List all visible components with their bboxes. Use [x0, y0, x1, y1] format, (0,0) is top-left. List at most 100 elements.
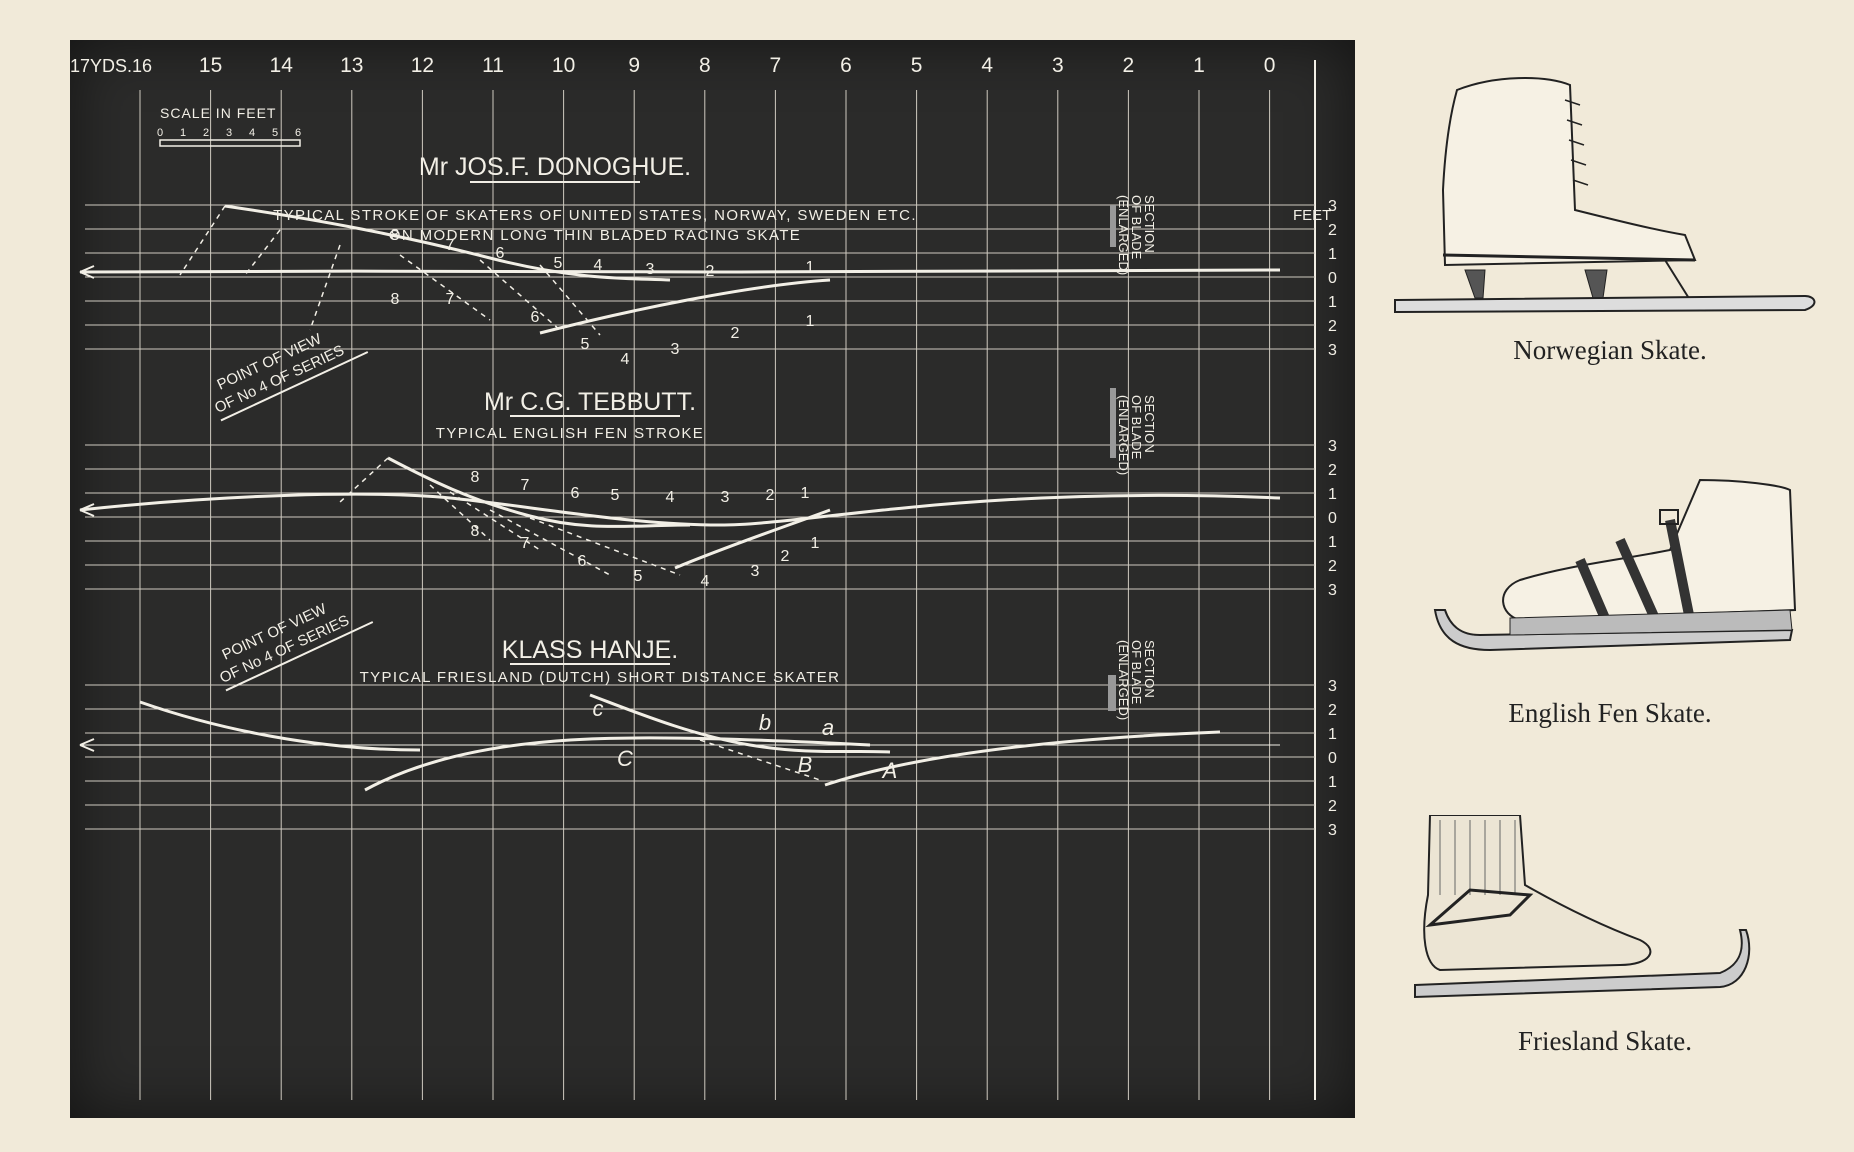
panel-3-mark: a [822, 715, 834, 740]
panel-2-upper-stroke [387, 456, 691, 529]
feet-tick-label: 2 [1328, 798, 1337, 815]
panel-2-blade-section [1110, 388, 1116, 458]
panel-2-lower-mark: 3 [751, 563, 760, 580]
panel-3-section-line-1: SECTION [1142, 640, 1157, 698]
feet-tick-label: 3 [1328, 582, 1337, 599]
panel-1-lower-mark: 3 [671, 341, 680, 358]
scale-title: SCALE IN FEET [160, 105, 276, 121]
panel-1-dashed-links [179, 205, 601, 336]
feet-tick-label: 1 [1328, 486, 1337, 503]
friesland-skate-illustration [1414, 815, 1751, 999]
yard-tick-label: 2 [1123, 54, 1135, 77]
scale-digit: 1 [180, 127, 186, 139]
panel-2-lower-mark: 4 [701, 573, 710, 590]
feet-tick-label: 3 [1328, 342, 1337, 359]
panel-3-mark: B [798, 752, 813, 777]
panel-3-pov-arrow [225, 621, 374, 692]
panel-1-upper-mark: 2 [706, 263, 715, 280]
panel-1-lower-stroke [539, 278, 831, 335]
panel-3-right-stroke [824, 730, 1221, 787]
panel-3-section-line-3: (ENLARGED) [1116, 640, 1131, 720]
panel-3-arrow [79, 738, 95, 752]
feet-tick-label: 2 [1328, 462, 1337, 479]
panel-3-dashed-link [699, 739, 821, 781]
feet-tick-label: 3 [1328, 822, 1337, 839]
feet-tick-label: 1 [1328, 294, 1337, 311]
panel-2-upper-mark: 2 [766, 487, 775, 504]
english-fen-skate-illustration [1433, 478, 1797, 652]
panel-1-lower-mark: 4 [621, 351, 630, 368]
scale-digit: 2 [203, 127, 209, 139]
yard-tick-label: 4 [981, 54, 993, 77]
yard-tick-label: 6 [840, 54, 852, 77]
panel-2-section-line-3: (ENLARGED) [1116, 395, 1131, 475]
yard-tick-label: 14 [270, 54, 294, 77]
panel-2-lower-stroke [674, 508, 831, 570]
panel-3-middle-stroke [364, 736, 871, 792]
panel-2-lower-mark: 2 [781, 548, 790, 565]
panel-2-upper-mark: 1 [801, 485, 810, 502]
panel-3-upper-stroke [589, 693, 891, 754]
panel-3-mark: b [759, 710, 771, 735]
panel-3-mark: A [881, 758, 898, 783]
english-fen-skate-caption: English Fen Skate. [1508, 698, 1712, 728]
feet-label: FEET [1293, 207, 1331, 224]
panel-3-left-stroke [139, 700, 421, 752]
panel-1-upper-mark: 4 [594, 257, 603, 274]
feet-tick-label: 0 [1328, 270, 1337, 287]
panel-3-marks: c b aC B A [593, 696, 898, 783]
panel-3-blade-section [1108, 675, 1116, 711]
panel-3-mark: c [593, 696, 604, 721]
panel-2-pov-arrow [220, 351, 369, 422]
panel-2-lower-mark: 5 [634, 568, 643, 585]
panel-1-track-main [79, 268, 1281, 274]
friesland-skate-caption: Friesland Skate. [1518, 1026, 1692, 1056]
panel-3-mark: C [617, 746, 633, 771]
panel-3-title: KLASS HANJE. [502, 636, 678, 664]
feet-tick-label: 2 [1328, 702, 1337, 719]
panel-2-lower-mark: 8 [471, 523, 480, 540]
panel-1-blade-section [1110, 205, 1116, 247]
panel-1-lower-mark: 6 [531, 309, 540, 326]
panel-2-point-of-view: POINT OF VIEW OF No 4 OF SERIES [212, 330, 369, 422]
panel-2-title: Mr C.G. TEBBUTT. [484, 388, 696, 416]
yard-tick-label: 5 [911, 54, 923, 77]
yard-tick-label: 15 [199, 54, 222, 77]
panel-1-subtitle-2: ON MODERN LONG THIN BLADED RACING SKATE [389, 227, 801, 244]
panel-2-section-line-2: OF BLADE [1129, 395, 1144, 460]
norwegian-skate-caption: Norwegian Skate. [1513, 335, 1707, 365]
yard-tick-label: 12 [411, 54, 434, 77]
panel-1-lower-mark: 2 [731, 325, 740, 342]
panel-1-section-line-3: (ENLARGED) [1116, 195, 1131, 275]
panel-2-lower-mark: 6 [578, 553, 587, 570]
panel-2-upper-mark: 5 [611, 487, 620, 504]
yard-tick-label: 8 [699, 54, 711, 77]
scale-digit: 5 [272, 127, 278, 139]
panel-1-lower-mark: 1 [806, 313, 815, 330]
panel-2-upper-mark: 3 [721, 489, 730, 506]
panel-2-track-main [79, 492, 1281, 527]
yard-tick-label: 9 [628, 54, 640, 77]
panel-2-upper-mark: 4 [666, 489, 675, 506]
panel-1-lower-mark: 8 [391, 291, 400, 308]
scale-digit: 6 [295, 127, 301, 139]
scale-digit: 0 [157, 127, 163, 139]
scale-bar [159, 139, 301, 147]
panel-2-subtitle-1: TYPICAL ENGLISH FEN STROKE [436, 425, 704, 442]
scale-digit: 4 [249, 127, 255, 139]
feet-tick-label: 1 [1328, 534, 1337, 551]
panel-1-upper-mark: 6 [496, 245, 505, 262]
panel-2-dashed-links [339, 457, 681, 576]
panel-2-upper-mark: 6 [571, 485, 580, 502]
panel-2-upper-mark: 8 [471, 469, 480, 486]
feet-tick-label: 2 [1328, 318, 1337, 335]
panel-1-upper-mark: 8 [391, 227, 400, 244]
yard-tick-label: 7 [770, 54, 782, 77]
panel-1-subtitle-1: TYPICAL STROKE OF SKATERS OF UNITED STAT… [273, 207, 917, 224]
